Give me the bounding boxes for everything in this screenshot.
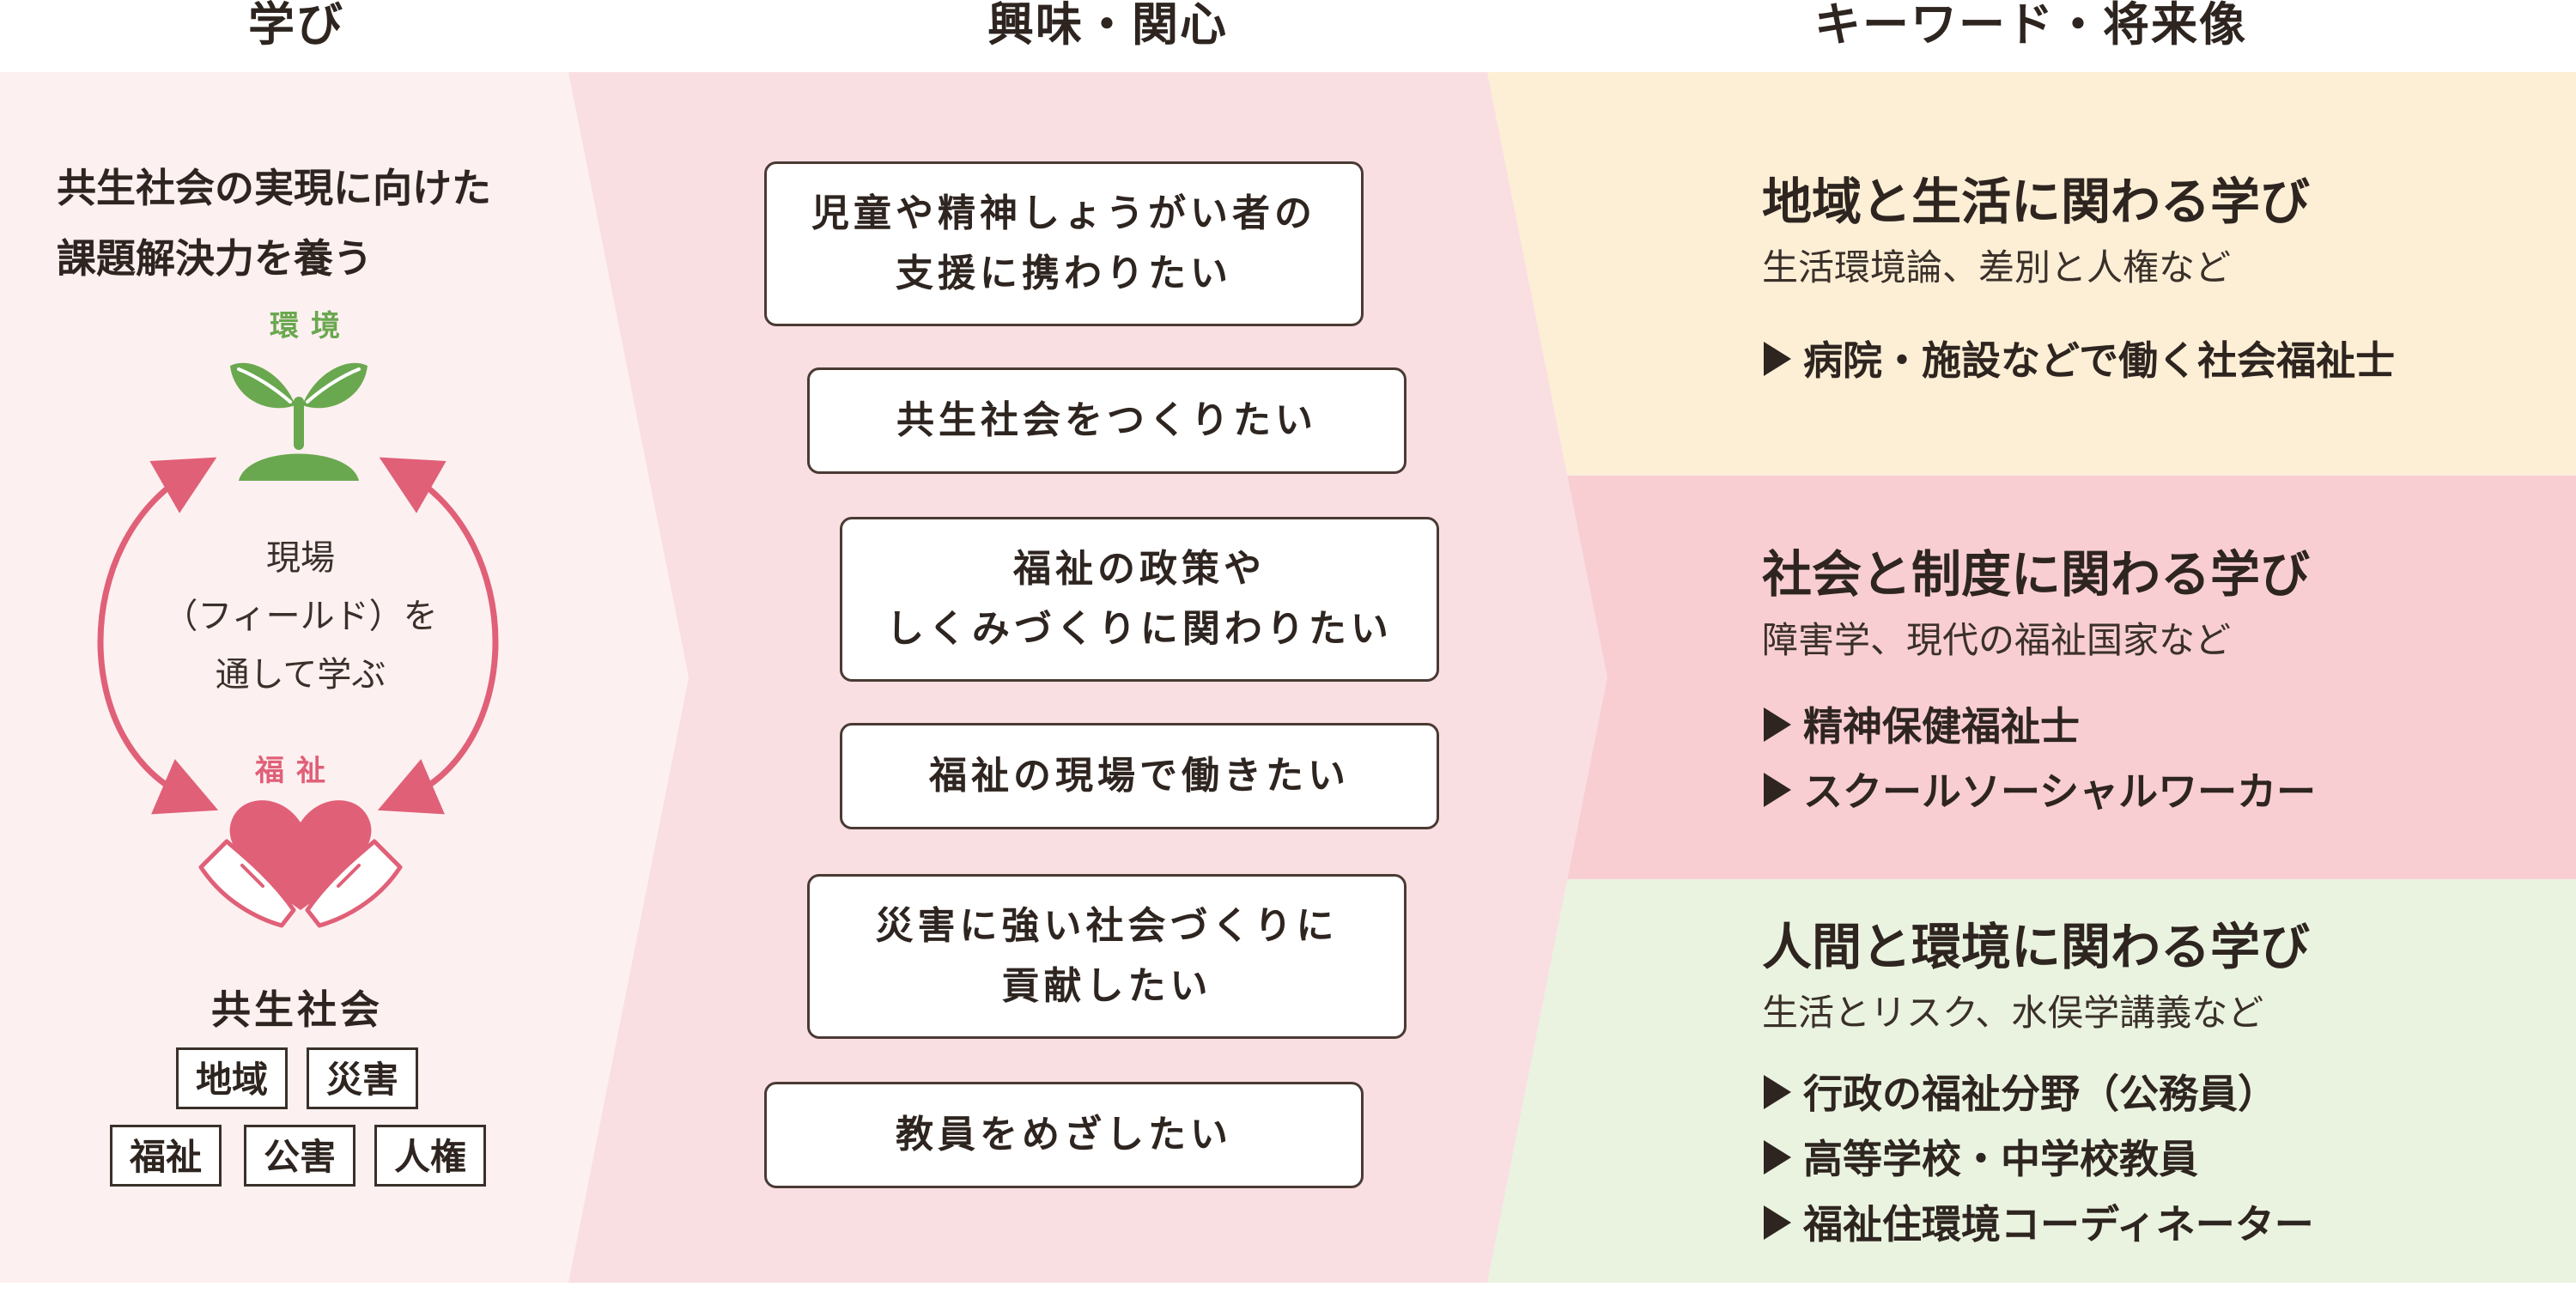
env-label: 環境 — [270, 309, 352, 343]
manabi-panel — [0, 72, 689, 1283]
keyword-band-3 — [1485, 879, 2576, 1283]
keyword-3-list: 行政の福祉分野（公務員） 高等学校・中学校教員 福祉住環境コーディネーター — [1764, 1061, 2314, 1257]
interest-box-1: 児童や精神しょうがい者の 支援に携わりたい — [764, 161, 1364, 326]
keyword-3-sub: 生活とリスク、水俣学講義など — [1762, 992, 2264, 1034]
interest-4-line-1: 福祉の現場で働きたい — [929, 754, 1350, 798]
arrow-right-arc — [377, 457, 499, 815]
triangle-bullet-icon — [1764, 342, 1791, 376]
keyword-1-list: 病院・施設などで働く社会福祉士 — [1764, 328, 2395, 393]
interest-box-3: 福祉の政策や しくみづくりに関わりたい — [840, 517, 1439, 682]
arrow-left-arc — [97, 457, 219, 815]
triangle-bullet-icon — [1764, 1205, 1791, 1240]
keyword-2-item-1: 精神保健福祉士 — [1764, 694, 2316, 759]
keyword-3-item-2-text: 高等学校・中学校教員 — [1803, 1136, 2198, 1182]
interest-3-line-2: しくみづくりに関わりたい — [886, 607, 1393, 651]
field-line-1: 現場 — [266, 538, 335, 578]
interest-2-line-1: 共生社会をつくりたい — [896, 398, 1317, 442]
keyword-3-title: 人間と環境に関わる学び — [1762, 918, 2311, 976]
interest-1-line-1: 児童や精神しょうがい者の — [811, 191, 1316, 235]
keyword-3-item-1: 行政の福祉分野（公務員） — [1764, 1061, 2314, 1126]
heart-hands-icon — [198, 800, 403, 928]
lead-line-1: 共生社会の実現に向けた — [57, 165, 491, 211]
keyword-3-item-1-text: 行政の福祉分野（公務員） — [1803, 1071, 2277, 1117]
tag-fukushi: 福祉 — [110, 1125, 222, 1187]
manabi-lead-text: 共生社会の実現に向けた 課題解決力を養う — [57, 153, 589, 294]
lead-line-2: 課題解決力を養う — [57, 235, 373, 282]
keyword-3-item-3: 福祉住環境コーディネーター — [1764, 1192, 2314, 1257]
keyword-2-item-2: スクールソーシャルワーカー — [1764, 759, 2316, 824]
keyword-1-title: 地域と生活に関わる学び — [1762, 173, 2311, 231]
tag-jinken: 人権 — [374, 1125, 486, 1187]
triangle-bullet-icon — [1764, 1075, 1791, 1109]
keyword-3-item-2: 高等学校・中学校教員 — [1764, 1126, 2314, 1192]
header-kyomi: 興味・関心 — [987, 0, 1228, 52]
keyword-2-list: 精神保健福祉士 スクールソーシャルワーカー — [1764, 694, 2316, 824]
keyword-3-item-3-text: 福祉住環境コーディネーター — [1803, 1201, 2314, 1247]
interest-5-line-1: 災害に強い社会づくりに — [875, 904, 1339, 948]
field-line-3: 通して学ぶ — [215, 655, 386, 695]
tag-saigai: 災害 — [307, 1047, 418, 1109]
keyword-1-sub: 生活環境論、差別と人権など — [1762, 246, 2232, 288]
cycle-arrows — [97, 457, 499, 815]
keyword-band-2 — [1485, 476, 2576, 879]
field-learning-text: 現場 （フィールド）を 通して学ぶ — [163, 529, 438, 704]
sprout-icon — [230, 362, 368, 481]
keyword-2-title: 社会と制度に関わる学び — [1762, 545, 2311, 604]
kyosei-title: 共生社会 — [211, 986, 383, 1033]
interest-1-line-2: 支援に携わりたい — [896, 252, 1232, 295]
triangle-bullet-icon — [1764, 707, 1791, 742]
triangle-bullet-icon — [1764, 1140, 1791, 1175]
interest-5-line-2: 貢献したい — [1001, 964, 1212, 1008]
header-manabi: 学び — [248, 0, 344, 52]
keyword-1-item-1-text: 病院・施設などで働く社会福祉士 — [1803, 337, 2396, 384]
keyword-1-item-1: 病院・施設などで働く社会福祉士 — [1764, 328, 2395, 393]
tag-chiiki: 地域 — [176, 1047, 288, 1109]
keyword-2-sub: 障害学、現代の福祉国家など — [1762, 619, 2232, 661]
triangle-bullet-icon — [1764, 773, 1791, 807]
interest-box-2: 共生社会をつくりたい — [807, 367, 1406, 474]
interest-box-6: 教員をめざしたい — [764, 1082, 1364, 1188]
keyword-2-item-2-text: スクールソーシャルワーカー — [1803, 768, 2317, 815]
tag-kougai: 公害 — [244, 1125, 355, 1187]
interest-box-5: 災害に強い社会づくりに 貢献したい — [807, 874, 1406, 1039]
field-line-2: （フィールド）を — [163, 597, 438, 636]
keyword-2-item-1-text: 精神保健福祉士 — [1803, 703, 2080, 750]
interest-3-line-1: 福祉の政策や — [1013, 547, 1266, 591]
interest-box-4: 福祉の現場で働きたい — [840, 723, 1439, 829]
keyword-band-1 — [1485, 72, 2576, 476]
interest-6-line-1: 教員をめざしたい — [896, 1113, 1232, 1156]
header-keyword: キーワード・将来像 — [1814, 0, 2247, 52]
welfare-label: 福祉 — [255, 754, 337, 788]
